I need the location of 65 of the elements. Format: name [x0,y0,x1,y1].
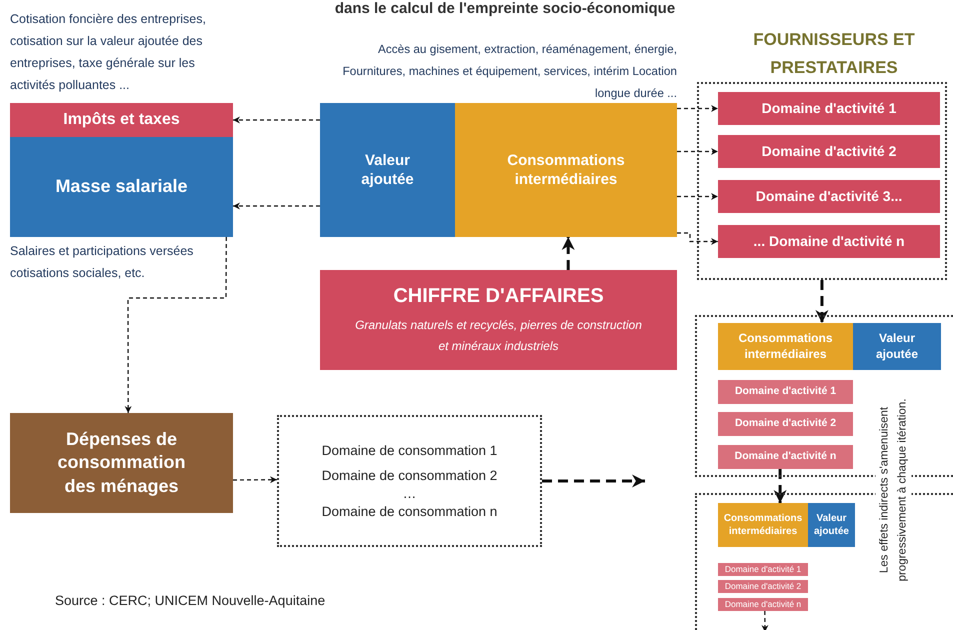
arrow [124,237,227,413]
activity-box [718,412,853,436]
box-label: Valeur ajoutée [360,150,415,190]
activity-box [718,598,808,611]
diagram-title: dans le calcul de l'empreinte socio-économique [334,0,676,17]
consumption-domain: … [402,485,416,503]
consumption-note: Accès au gisement, extraction, réaménagement, énergie, Fournitures, machines et équipement, services, intérim Location longue durée ... [342,41,677,102]
box-label: Domaine d'activité 3... [756,187,902,206]
value-added-box [853,323,941,370]
arrow [774,469,787,503]
box-label: Valeur ajoutée [812,512,850,538]
revenue-title: CHIFFRE D'AFFAIRES [393,284,604,309]
consumption-domain: Domaine de consommation n [322,502,498,520]
arrow [542,474,645,488]
arrow [761,611,768,630]
tax-box [10,103,233,137]
activity-box [718,225,940,258]
box-label: Domaine d'activité 2 [762,142,896,161]
arrow [677,193,718,200]
revenue-box [320,270,677,370]
box-label: Domaine d'activité 1 [734,385,836,399]
box-label: ... Domaine d'activité n [753,232,905,251]
household-spending-box [10,413,233,513]
arrow [562,237,575,270]
box-label: Domaine d'activité n [734,450,836,464]
arrow [677,105,718,112]
box-label: Consommations intermédiaires [722,512,804,538]
box-label: Consommations intermédiaires [506,150,626,190]
box-label: Consommations intermédiaires [737,330,834,362]
source-note: Source : CERC; UNICEM Nouvelle-Aquitaine [55,593,326,608]
box-label: Masse salariale [55,175,188,198]
activity-box [718,180,940,213]
arrow [233,116,320,124]
box-label: Domaine d'activité n [724,598,802,610]
box-label: Dépenses de consommation des ménages [56,428,186,498]
revenue-subtitle: Granulats naturels et recyclés, pierres de construction et minéraux industriels [354,317,643,355]
arrow [233,476,277,484]
intermediate-consumption-box [455,103,677,237]
box-label: Domaine d'activité 2 [724,580,802,592]
activity-box [718,445,853,469]
section-heading: FOURNISSEURS ET PRESTATAIRES [752,29,916,79]
box-label: Domaine d'activité 1 [762,99,896,118]
activity-box [718,92,940,125]
arrow [815,280,828,323]
arrow [233,202,320,210]
box-label: Domaine d'activité 1 [724,564,802,576]
box-label: Impôts et taxes [63,110,180,130]
activity-box [718,380,853,404]
intermediate-consumption-box [718,323,853,370]
arrow [677,232,718,245]
value-added-box [320,103,455,237]
payroll-note: Salaires et participations versées cotisations sociales, etc. [10,243,194,282]
consumption-domain: Domaine de consommation 1 [322,442,498,460]
consumption-domains-box [277,415,542,547]
consumption-domain: Domaine de consommation 2 [322,467,498,485]
activity-box [718,135,940,168]
value-added-box [808,503,855,547]
tax-note: Cotisation foncière des entreprises, cotisation sur la valeur ajoutée des entreprises, taxe générale sur les activités polluantes ... [10,11,207,94]
box-label: Valeur ajoutée [874,330,919,362]
activity-box [718,563,808,576]
arrow [677,148,718,155]
box-label: Domaine d'activité 2 [734,417,836,431]
payroll-box [10,137,233,237]
activity-box [718,580,808,593]
intermediate-consumption-box [718,503,808,547]
